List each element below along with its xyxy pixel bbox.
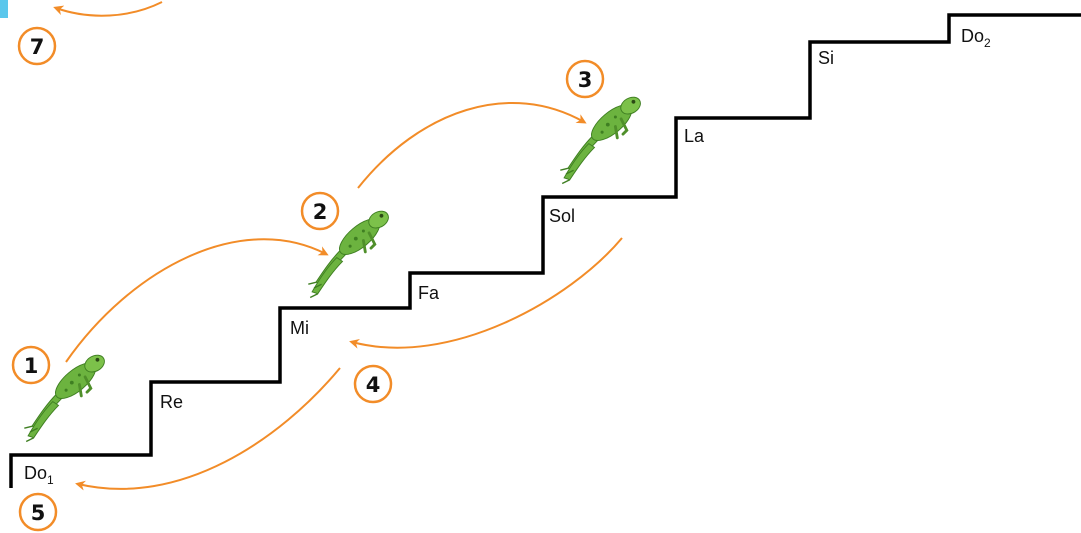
step-badge-1: 1 — [11, 345, 51, 385]
corner-tab — [0, 0, 8, 18]
note-label-la: La — [684, 126, 705, 146]
note-label-do2: Do2 — [961, 26, 991, 50]
note-label-si: Si — [818, 48, 834, 68]
note-label-re: Re — [160, 392, 183, 412]
arrow-mi-to-sol — [357, 102, 587, 189]
step-badge-7: 7 — [17, 26, 57, 66]
svg-text:7: 7 — [30, 35, 45, 59]
svg-text:2: 2 — [313, 200, 328, 224]
note-label-mi: Mi — [290, 318, 309, 338]
note-label-do1: Do1 — [24, 463, 54, 487]
note-label-sol: Sol — [549, 206, 575, 226]
svg-text:4: 4 — [366, 373, 381, 397]
step-badge-5: 5 — [18, 492, 58, 532]
frog-icon — [558, 92, 645, 185]
arrow-sol-to-mi — [349, 237, 623, 349]
svg-text:3: 3 — [578, 68, 593, 92]
arrow-re-to-mi — [65, 238, 329, 363]
step-badge-2: 2 — [300, 191, 340, 231]
note-label-fa: Fa — [418, 283, 440, 303]
arrow-mi-to-do1 — [75, 367, 341, 491]
svg-text:1: 1 — [24, 354, 39, 378]
arrow-to-step-7 — [53, 1, 163, 17]
step-badge-3: 3 — [565, 59, 605, 99]
staircase-line — [9, 13, 1081, 488]
svg-text:5: 5 — [31, 501, 46, 525]
step-badge-4: 4 — [353, 364, 393, 404]
